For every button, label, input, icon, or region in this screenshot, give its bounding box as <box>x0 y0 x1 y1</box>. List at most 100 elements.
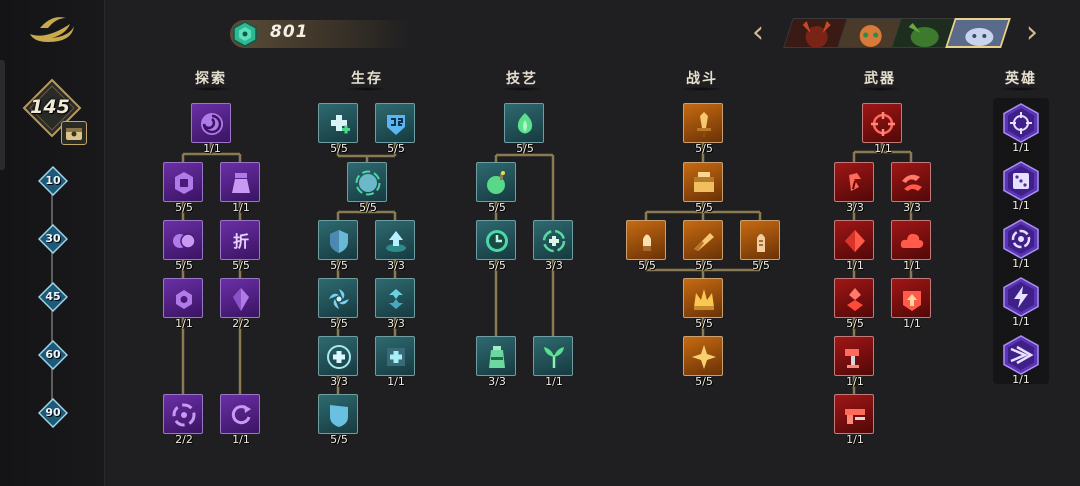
talent-node-sk1[interactable]: 5/5 <box>504 103 544 155</box>
talent-node-ex4[interactable]: 5/5 <box>163 220 203 272</box>
talent-node-sk3[interactable]: 5/5 <box>476 220 516 272</box>
talent-node-wp4[interactable]: 1/1 <box>834 220 874 272</box>
talent-node-sv1[interactable]: 5/5 <box>318 103 358 155</box>
talent-count: 5/5 <box>695 317 713 330</box>
hero-portrait-icon <box>945 20 1011 48</box>
talent-node-sv4[interactable]: 5/5 <box>318 220 358 272</box>
spin-icon <box>329 289 349 309</box>
crystal-icon <box>233 288 249 311</box>
talent-count: 3/3 <box>330 375 348 388</box>
milestone-diamond-icon <box>38 224 68 254</box>
talent-node-ex8[interactable]: 2/2 <box>163 394 203 446</box>
hero-tab-3[interactable] <box>891 18 957 48</box>
rail-edge-handle <box>0 60 5 170</box>
talent-node-wp7[interactable]: 1/1 <box>891 278 931 330</box>
hero-tab-2[interactable] <box>837 18 903 48</box>
talent-count: 5/5 <box>695 201 713 214</box>
recycle-icon <box>172 403 196 427</box>
game-logo-icon <box>30 17 74 42</box>
talent-count: 3/3 <box>846 201 864 214</box>
discount-icon: 折 <box>233 232 249 251</box>
sprout-icon <box>544 347 564 368</box>
talent-count: 3/3 <box>488 375 506 388</box>
hero-prev-button[interactable]: ‹ <box>752 15 764 50</box>
dash-icon <box>1003 335 1039 375</box>
talent-node-wp5[interactable]: 1/1 <box>891 220 931 272</box>
talent-node-sk4[interactable]: 3/3 <box>533 220 573 272</box>
category-weapon: 武器 <box>850 68 910 91</box>
milestone-diamond-icon <box>38 166 68 196</box>
milestone-90[interactable]: 90 <box>38 398 68 428</box>
milestone-45[interactable]: 45 <box>38 282 68 312</box>
leaf-flame-icon <box>517 113 533 134</box>
talent-node-cb5[interactable]: 5/5 <box>740 220 780 272</box>
talent-node-cb2[interactable]: 5/5 <box>683 162 723 214</box>
talent-node-cb3[interactable]: 5/5 <box>626 220 666 272</box>
hero-tab-1[interactable] <box>783 18 849 48</box>
hero-talent-hr4[interactable]: 1/1 <box>1001 277 1041 328</box>
milestone-60[interactable]: 60 <box>38 340 68 370</box>
hero-tab-4[interactable] <box>945 18 1011 48</box>
talent-node-sv2[interactable]: 5/5 <box>375 103 415 155</box>
cloud-icon <box>900 233 924 248</box>
talent-node-sv7[interactable]: 3/3 <box>375 278 415 330</box>
talent-node-ex9[interactable]: 1/1 <box>220 394 260 446</box>
hero-talent-hr5[interactable]: 1/1 <box>1001 335 1041 386</box>
talent-node-sk2[interactable]: 5/5 <box>476 162 516 214</box>
milestone-30[interactable]: 30 <box>38 224 68 254</box>
milestone-10[interactable]: 10 <box>38 166 68 196</box>
talent-node-sv9[interactable]: 1/1 <box>375 336 415 388</box>
talent-count: 1/1 <box>545 375 563 388</box>
talent-node-cb1[interactable]: 5/5 <box>683 103 723 155</box>
talent-node-ex2[interactable]: 5/5 <box>163 162 203 214</box>
talent-node-wp1[interactable]: 1/1 <box>862 103 902 155</box>
category-explore: 探索 <box>181 68 241 91</box>
talent-count: 5/5 <box>175 201 193 214</box>
talent-count: 5/5 <box>175 259 193 272</box>
heal-up-icon <box>386 231 406 252</box>
hero-next-button[interactable]: › <box>1026 15 1038 50</box>
talent-node-ex6[interactable]: 1/1 <box>163 278 203 330</box>
talent-count: 1/1 <box>846 375 864 388</box>
category-skill: 技艺 <box>492 68 552 91</box>
talent-node-wp2[interactable]: 3/3 <box>834 162 874 214</box>
hero-talent-hr1[interactable]: 1/1 <box>1001 103 1041 154</box>
talent-node-wp8[interactable]: 1/1 <box>834 336 874 388</box>
talent-node-wp6[interactable]: 5/5 <box>834 278 874 330</box>
diamond-icon <box>845 230 865 252</box>
talent-node-sv6[interactable]: 5/5 <box>318 278 358 330</box>
hero-portrait-icon <box>783 19 849 48</box>
knife-icon <box>694 233 714 251</box>
talent-node-sv5[interactable]: 3/3 <box>375 220 415 272</box>
hero-talent-hr2[interactable]: 1/1 <box>1001 161 1041 212</box>
talent-node-cb6[interactable]: 5/5 <box>683 278 723 330</box>
talent-count: 1/1 <box>232 201 250 214</box>
talent-node-ex1[interactable]: 1/1 <box>191 103 231 155</box>
swirl-icon <box>201 113 223 135</box>
star-burst-icon <box>692 345 716 369</box>
talent-node-cb7[interactable]: 5/5 <box>683 336 723 388</box>
milestone-label: 60 <box>45 348 61 361</box>
talent-node-sv3[interactable]: 5/5 <box>347 162 387 214</box>
talent-count: 3/3 <box>387 259 405 272</box>
talent-count: 5/5 <box>488 259 506 272</box>
hero-talent-hr3[interactable]: 1/1 <box>1001 219 1041 270</box>
talent-count: 1/1 <box>903 317 921 330</box>
reward-chest-button[interactable] <box>61 121 87 145</box>
talent-count: 1/1 <box>1012 315 1030 328</box>
refresh-icon <box>231 405 251 425</box>
talent-node-sv10[interactable]: 5/5 <box>318 394 358 446</box>
talent-count: 5/5 <box>488 201 506 214</box>
talent-node-cb4[interactable]: 5/5 <box>683 220 723 272</box>
talent-count: 2/2 <box>175 433 193 446</box>
talent-node-sk6[interactable]: 1/1 <box>533 336 573 388</box>
talent-node-wp3[interactable]: 3/3 <box>891 162 931 214</box>
talent-node-ex3[interactable]: 1/1 <box>220 162 260 214</box>
gun-icon <box>845 409 865 424</box>
talent-count: 5/5 <box>330 433 348 446</box>
talent-node-sv8[interactable]: 3/3 <box>318 336 358 388</box>
talent-node-wp9[interactable]: 1/1 <box>834 394 874 446</box>
talent-node-sk5[interactable]: 3/3 <box>476 336 516 388</box>
talent-node-ex7[interactable]: 2/2 <box>220 278 260 330</box>
